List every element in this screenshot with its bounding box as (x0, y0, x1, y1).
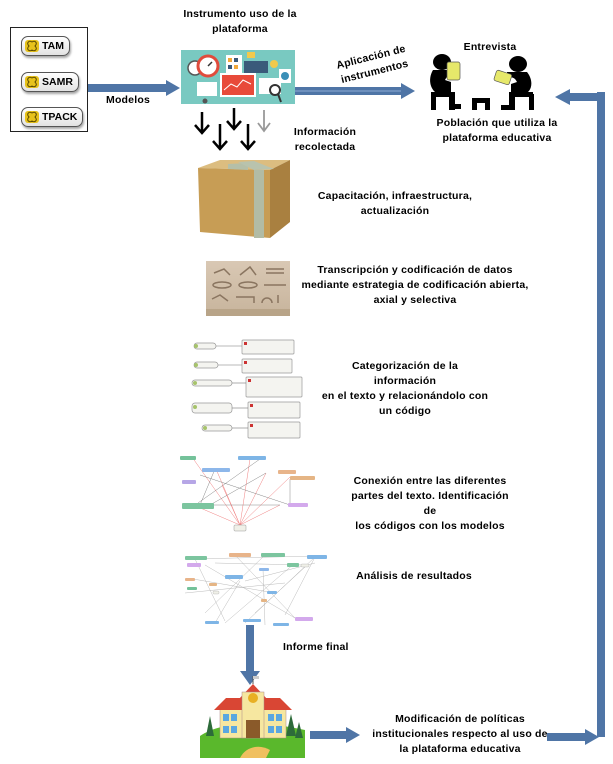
institution-arrow (310, 727, 360, 743)
step-analisis-text: Análisis de resultados (356, 570, 472, 582)
model-tpack: TPACK (21, 107, 84, 127)
down-arrow-icon (257, 110, 271, 133)
collected-info-arrows (194, 108, 271, 151)
interview-caption: Población que utiliza la plataforma educ… (436, 117, 558, 144)
interview-title: Entrevista (463, 41, 517, 53)
application-arrow (295, 83, 415, 99)
results-network-thumbnail (184, 553, 327, 626)
model-label: TPACK (42, 111, 78, 123)
model-samr: SAMR (21, 72, 79, 92)
return-arrow (555, 89, 605, 737)
model-label: SAMR (42, 76, 73, 88)
hieroglyphs-image (206, 261, 290, 316)
cloverleaf-icon (25, 76, 39, 88)
models-box: TAM SAMR TPACK (10, 27, 88, 132)
feedback-arrow (547, 729, 599, 745)
collected-info-label: Información recolectada (293, 126, 357, 153)
model-tam: TAM (21, 36, 70, 56)
cloverleaf-icon (25, 40, 39, 52)
interview-people-illustration (430, 54, 534, 110)
step-capacitacion-text: Capacitación, infraestructura, actualiza… (317, 190, 473, 217)
dashboard-analytics-illustration (181, 50, 295, 104)
final-report-arrow (240, 625, 260, 685)
code-tree-thumbnail (191, 339, 303, 439)
final-report-label: Informe final (283, 641, 349, 653)
instrument-title: Instrumento uso de la plataforma (183, 8, 297, 35)
down-arrow-icon (212, 124, 228, 151)
application-arrow-label: Aplicación de instrumentos (335, 42, 410, 86)
school-building-illustration (200, 676, 305, 758)
step-conexion-text: Conexión entre las diferentes partes del… (351, 475, 509, 532)
down-arrow-icon (240, 124, 256, 151)
down-arrow-icon (226, 108, 242, 131)
models-arrow (88, 80, 180, 96)
step-categorizacion-text: Categorización de la información en el t… (321, 360, 489, 417)
models-arrow-label: Modelos (106, 94, 150, 106)
cardboard-box-illustration (198, 160, 290, 238)
step-transcripcion-text: Transcripción y codificación de datos me… (301, 264, 529, 306)
institution-text: Modificación de políticas institucionale… (372, 713, 548, 755)
model-label: TAM (42, 40, 64, 52)
down-arrow-icon (194, 112, 210, 135)
code-network-thumbnail (180, 456, 315, 532)
cloverleaf-icon (25, 111, 39, 123)
